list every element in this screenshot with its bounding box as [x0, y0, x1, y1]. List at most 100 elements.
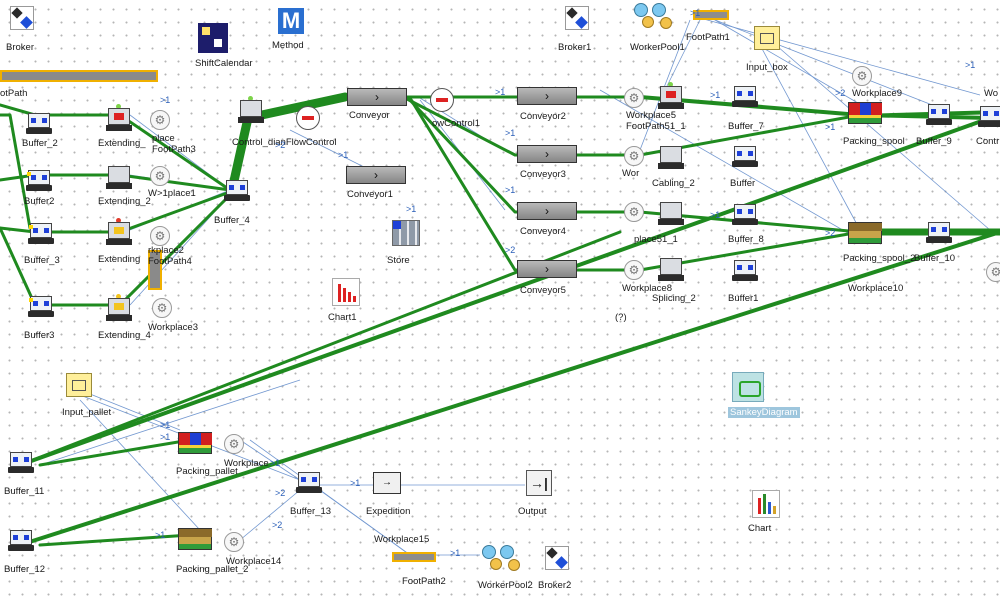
chart1-icon[interactable] [332, 278, 360, 306]
foot-path2[interactable] [392, 552, 436, 562]
worker-pool1-icon[interactable] [632, 3, 676, 33]
buffer2-label: Buffer2 [24, 196, 55, 207]
packing-spool-icon[interactable] [848, 102, 882, 124]
workplace-icon[interactable]: ⚙ [150, 110, 170, 130]
flow-control1-icon[interactable] [430, 88, 454, 112]
flow-control-icon[interactable] [296, 106, 320, 130]
packing-pallet-icon[interactable] [178, 432, 212, 454]
broker2-label: Broker2 [538, 580, 572, 591]
foot-path4[interactable] [148, 250, 162, 290]
buffer1-icon[interactable] [732, 260, 758, 282]
extending-2-label: Extending_2 [98, 196, 151, 207]
conveyor3-icon[interactable]: › [517, 145, 577, 163]
worker-pool2-label: WorkerPool2 [478, 580, 533, 591]
buffer-label: Buffer [730, 178, 756, 189]
chart-icon[interactable] [752, 490, 780, 518]
controller-right-icon[interactable] [978, 106, 1000, 128]
expedition-icon[interactable]: → [373, 472, 401, 494]
right-edge-gear-icon[interactable]: ⚙ [986, 262, 1000, 282]
buffer-12-icon[interactable] [8, 530, 34, 552]
workplace2-icon[interactable]: ⚙ [150, 226, 170, 246]
cabling-machine-icon[interactable] [658, 146, 684, 170]
place51-machine-icon[interactable] [658, 202, 684, 226]
workplace9-icon[interactable]: ⚙ [852, 66, 872, 86]
control-machine-icon[interactable] [238, 96, 264, 124]
buffer-7-label: Buffer_7 [728, 121, 764, 132]
worker-pool2-icon[interactable] [480, 545, 524, 575]
packing-spool2-icon[interactable] [848, 222, 882, 244]
workplace5-gear-icon[interactable]: ⚙ [624, 88, 644, 108]
connector-note: >1 [350, 478, 361, 488]
contr-right-label: Contr [976, 136, 1000, 147]
connector-note: >1 [270, 458, 281, 468]
buffer-7-icon[interactable] [732, 86, 758, 108]
workplace8-label: Workplace8 [622, 283, 672, 294]
workplace6-gear-icon[interactable]: ⚙ [624, 146, 644, 166]
buffer-9-icon[interactable] [926, 104, 952, 126]
method-icon[interactable]: M [278, 8, 304, 34]
extending-4-label: Extending_4 [98, 330, 151, 341]
buffer-13-icon[interactable] [296, 472, 322, 494]
extending3-label: Extending [98, 254, 141, 265]
foot-path-left[interactable] [0, 70, 158, 82]
workplace3-icon[interactable]: ⚙ [152, 298, 172, 318]
store-icon[interactable] [392, 220, 420, 246]
connector-note: >1 [406, 204, 417, 214]
input-box-icon[interactable] [754, 26, 780, 50]
connector-note: >2 [272, 520, 283, 530]
buffer-4-icon[interactable] [224, 180, 250, 202]
workplace8-gear-icon[interactable]: ⚙ [624, 260, 644, 280]
broker1-icon[interactable] [565, 6, 589, 30]
conveyor2-icon[interactable]: › [517, 87, 577, 105]
extending-4-icon[interactable] [106, 294, 132, 322]
packing-pallet2-icon[interactable] [178, 528, 212, 550]
output-icon[interactable]: →| [526, 470, 552, 496]
buffer-3-icon[interactable] [28, 223, 54, 245]
buffer-11-icon[interactable] [8, 452, 34, 474]
conveyor4-icon[interactable]: › [517, 202, 577, 220]
input-pallet-icon[interactable] [66, 373, 92, 397]
workplace14-icon[interactable]: ⚙ [224, 532, 244, 552]
buffer2-icon[interactable] [26, 170, 52, 192]
buffer-icon[interactable] [732, 146, 758, 168]
worker-pool1-label: WorkerPool1 [630, 42, 685, 53]
wor-mid-label: Wor [622, 168, 640, 179]
extending-machine-icon[interactable] [106, 104, 132, 132]
workplace5-machine-icon[interactable] [658, 82, 684, 110]
connector-note: >1 [160, 95, 171, 105]
sankey-diagram-icon[interactable] [732, 372, 764, 402]
broker-icon[interactable] [10, 6, 34, 30]
conveyor3-label: Conveyor3 [520, 169, 566, 180]
output-label: Output [518, 506, 547, 517]
workplace-mid-icon[interactable]: ⚙ [224, 434, 244, 454]
buffer3-icon[interactable] [28, 296, 54, 318]
buffer-11-label: Buffer_11 [4, 486, 45, 497]
foot-path1[interactable] [693, 10, 729, 20]
wo-right-label: Wo [984, 88, 999, 99]
footpath51-label: FootPath51_1 [626, 121, 686, 132]
conveyor-icon[interactable]: › [347, 88, 407, 106]
extending-2-icon[interactable] [106, 166, 132, 190]
buffer-9-label: Buffer_9 [916, 136, 952, 147]
packing-spool2-label: Packing_spool_2 [843, 253, 916, 264]
workplace1-icon[interactable]: ⚙ [150, 166, 170, 186]
buffer-8-icon[interactable] [732, 204, 758, 226]
conveyor-label: Conveyor [349, 110, 390, 121]
packing-spool-label: Packing_spool [843, 136, 905, 147]
buffer-2-icon[interactable] [26, 113, 52, 135]
extending3-icon[interactable] [106, 218, 132, 246]
workplace7-gear-icon[interactable]: ⚙ [624, 202, 644, 222]
conveyor1-icon[interactable]: › [346, 166, 406, 184]
chart1-label: Chart1 [328, 312, 357, 323]
broker2-icon[interactable] [545, 546, 569, 570]
buffer-10-icon[interactable] [926, 222, 952, 244]
packing-pallet-label: Packing_pallet [176, 466, 238, 477]
connector-note: >1 [505, 128, 516, 138]
conveyor5-icon[interactable]: › [517, 260, 577, 278]
conveyor2-label: Conveyor2 [520, 111, 566, 122]
shift-calendar-icon[interactable] [198, 23, 228, 53]
splicing-machine-icon[interactable] [658, 258, 684, 282]
control-flow-label: Control_dianFlowControl [232, 137, 337, 148]
connector-note: >2 [275, 140, 286, 150]
